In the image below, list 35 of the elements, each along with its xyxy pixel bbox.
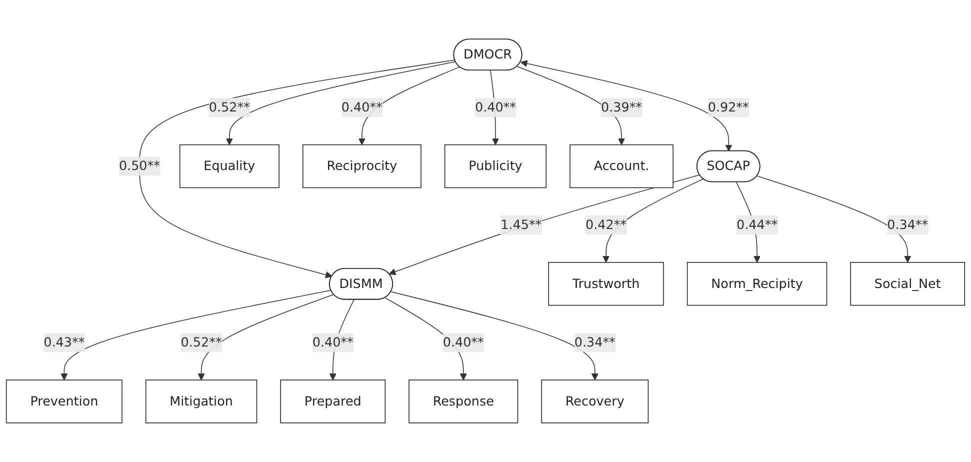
- node-box: Account.: [570, 144, 674, 188]
- arrow: [139, 60, 456, 278]
- edge-label: 0.34**: [887, 217, 928, 232]
- edge-label: 0.42**: [586, 217, 627, 232]
- edge-label: 0.44**: [736, 217, 778, 232]
- edge-label: 0.40**: [341, 99, 382, 115]
- node-box: Trustworth: [548, 262, 664, 306]
- node-box: Reciprocity: [302, 144, 422, 188]
- edge-label: 0.40**: [474, 99, 516, 115]
- arrow: [390, 291, 598, 380]
- arrow: [520, 60, 732, 152]
- node-box: Prepared: [280, 380, 386, 424]
- node-box: Prevention: [6, 380, 122, 424]
- edge-label: 0.39**: [601, 99, 642, 115]
- arrow: [226, 61, 456, 146]
- node-box: Social_Net: [850, 262, 966, 306]
- edge-label: 1.45**: [500, 217, 542, 232]
- edge-label: 0.52**: [208, 99, 250, 115]
- edge-label: 0.92**: [708, 99, 749, 115]
- arrow: [388, 174, 700, 276]
- edge-label: 0.43**: [44, 334, 85, 350]
- arrow: [60, 290, 332, 380]
- node-box: Publicity: [444, 144, 547, 188]
- arrow: [198, 294, 334, 380]
- edge-label: 0.34**: [574, 334, 616, 350]
- edge-label: 0.40**: [312, 334, 354, 350]
- node-box: Recovery: [541, 380, 649, 424]
- node-box: Norm_Recipity: [686, 262, 828, 306]
- node-box: Equality: [179, 144, 280, 188]
- edge-label: 0.50**: [118, 158, 160, 174]
- node-box: Mitigation: [145, 380, 258, 424]
- edge-label: 0.40**: [442, 334, 484, 350]
- node-box: Response: [408, 380, 518, 424]
- arrow: [756, 176, 912, 263]
- edge-label: 0.52**: [180, 334, 222, 350]
